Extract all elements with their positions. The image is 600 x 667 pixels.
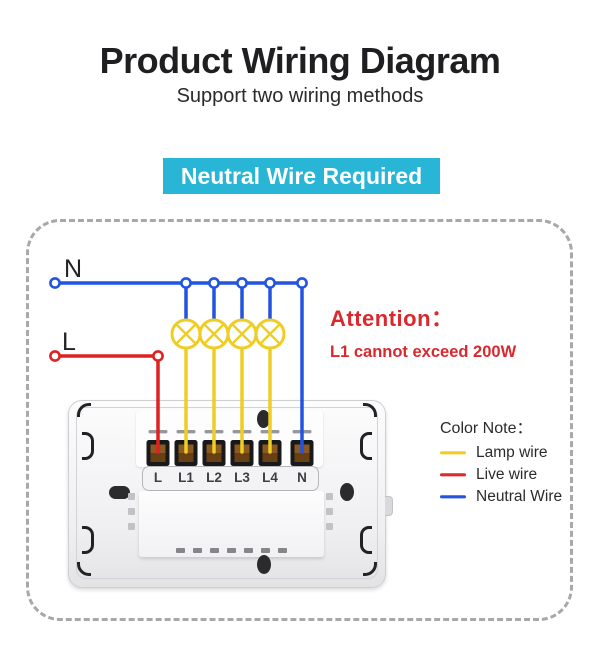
terminal-label-L4: L4 [262, 470, 278, 485]
mounting-clip [360, 432, 372, 460]
legend-item-neutral: Neutral Wire [440, 488, 575, 505]
neutral-wire-swatch [440, 494, 466, 498]
mounting-clip [82, 526, 94, 554]
page-subtitle: Support two wiring methods [176, 85, 424, 107]
bottom-vent-dash [176, 548, 185, 553]
legend-label: Live wire [476, 465, 538, 483]
terminal-label-L: L [153, 470, 163, 485]
legend-label: Neutral Wire [476, 487, 563, 505]
lamp-wire-swatch [440, 450, 466, 454]
bottom-vent-dash [261, 548, 270, 553]
mounting-clip [82, 432, 94, 460]
mounting-clip [360, 526, 372, 554]
page-title: Product Wiring Diagram [99, 40, 501, 81]
vent-dash [326, 523, 333, 530]
legend-item-live: Live wire [440, 466, 575, 483]
vent-dash [128, 508, 135, 515]
wire-node [296, 277, 308, 289]
wire-node [49, 350, 61, 362]
legend-label: Lamp wire [476, 443, 548, 461]
terminal-label-L3: L3 [234, 470, 250, 485]
attention-note: Attention： L1 cannot exceed 200W [330, 301, 516, 362]
bottom-vent-dash [244, 548, 253, 553]
diagram-border [26, 219, 573, 621]
lamp-icon [226, 318, 258, 350]
neutral-wire-label: N [64, 255, 83, 283]
terminal-vents [148, 430, 312, 434]
bottom-vent-dash [193, 548, 202, 553]
attention-title: Attention： [330, 306, 454, 331]
color-legend: Color Note： Lamp wire Live wire Neutral … [440, 414, 575, 505]
lamp-icon [254, 318, 286, 350]
mounting-hole-right [340, 483, 354, 501]
terminal-label-strip [142, 466, 319, 491]
live-wires [49, 350, 164, 454]
vent-dash [128, 493, 135, 500]
switch-module-body [139, 491, 324, 557]
terminal-label-L2: L2 [206, 470, 222, 485]
attention-text: L1 cannot exceed 200W [330, 343, 517, 361]
live-wire-label: L [62, 328, 76, 356]
bottom-vent-dash [278, 548, 287, 553]
lamp-icon [198, 318, 230, 350]
panel-side-tab [385, 496, 393, 516]
vent-dash [128, 523, 135, 530]
mounting-hole-top [257, 410, 270, 428]
legend-item-lamp: Lamp wire [440, 444, 575, 461]
vent-dash [326, 508, 333, 515]
terminal-screws [146, 440, 314, 466]
legend-title: Color Note： [440, 420, 533, 437]
panel-corner-accent [77, 403, 91, 417]
wire-node [152, 350, 164, 362]
wire-node [236, 277, 248, 289]
wire-node [264, 277, 276, 289]
panel-inner-outline [76, 407, 378, 579]
lamp-wires [170, 318, 286, 454]
wire-node [180, 277, 192, 289]
lamp-icon [170, 318, 202, 350]
neutral-wires [49, 277, 308, 454]
panel-corner-accent [363, 562, 377, 576]
terminal-label-N: N [297, 470, 307, 485]
panel-corner-accent [363, 403, 377, 417]
terminal-label-L1: L1 [178, 470, 194, 485]
mounting-hole-bottom [257, 555, 271, 574]
vent-dash [326, 493, 333, 500]
bottom-vent-dash [227, 548, 236, 553]
bottom-vent-dash [210, 548, 219, 553]
mounting-slot-left [109, 486, 130, 499]
wire-node [208, 277, 220, 289]
neutral-required-banner: Neutral Wire Required [163, 158, 440, 194]
live-wire-swatch [440, 472, 466, 476]
panel-corner-accent [77, 562, 91, 576]
wire-node [49, 277, 61, 289]
